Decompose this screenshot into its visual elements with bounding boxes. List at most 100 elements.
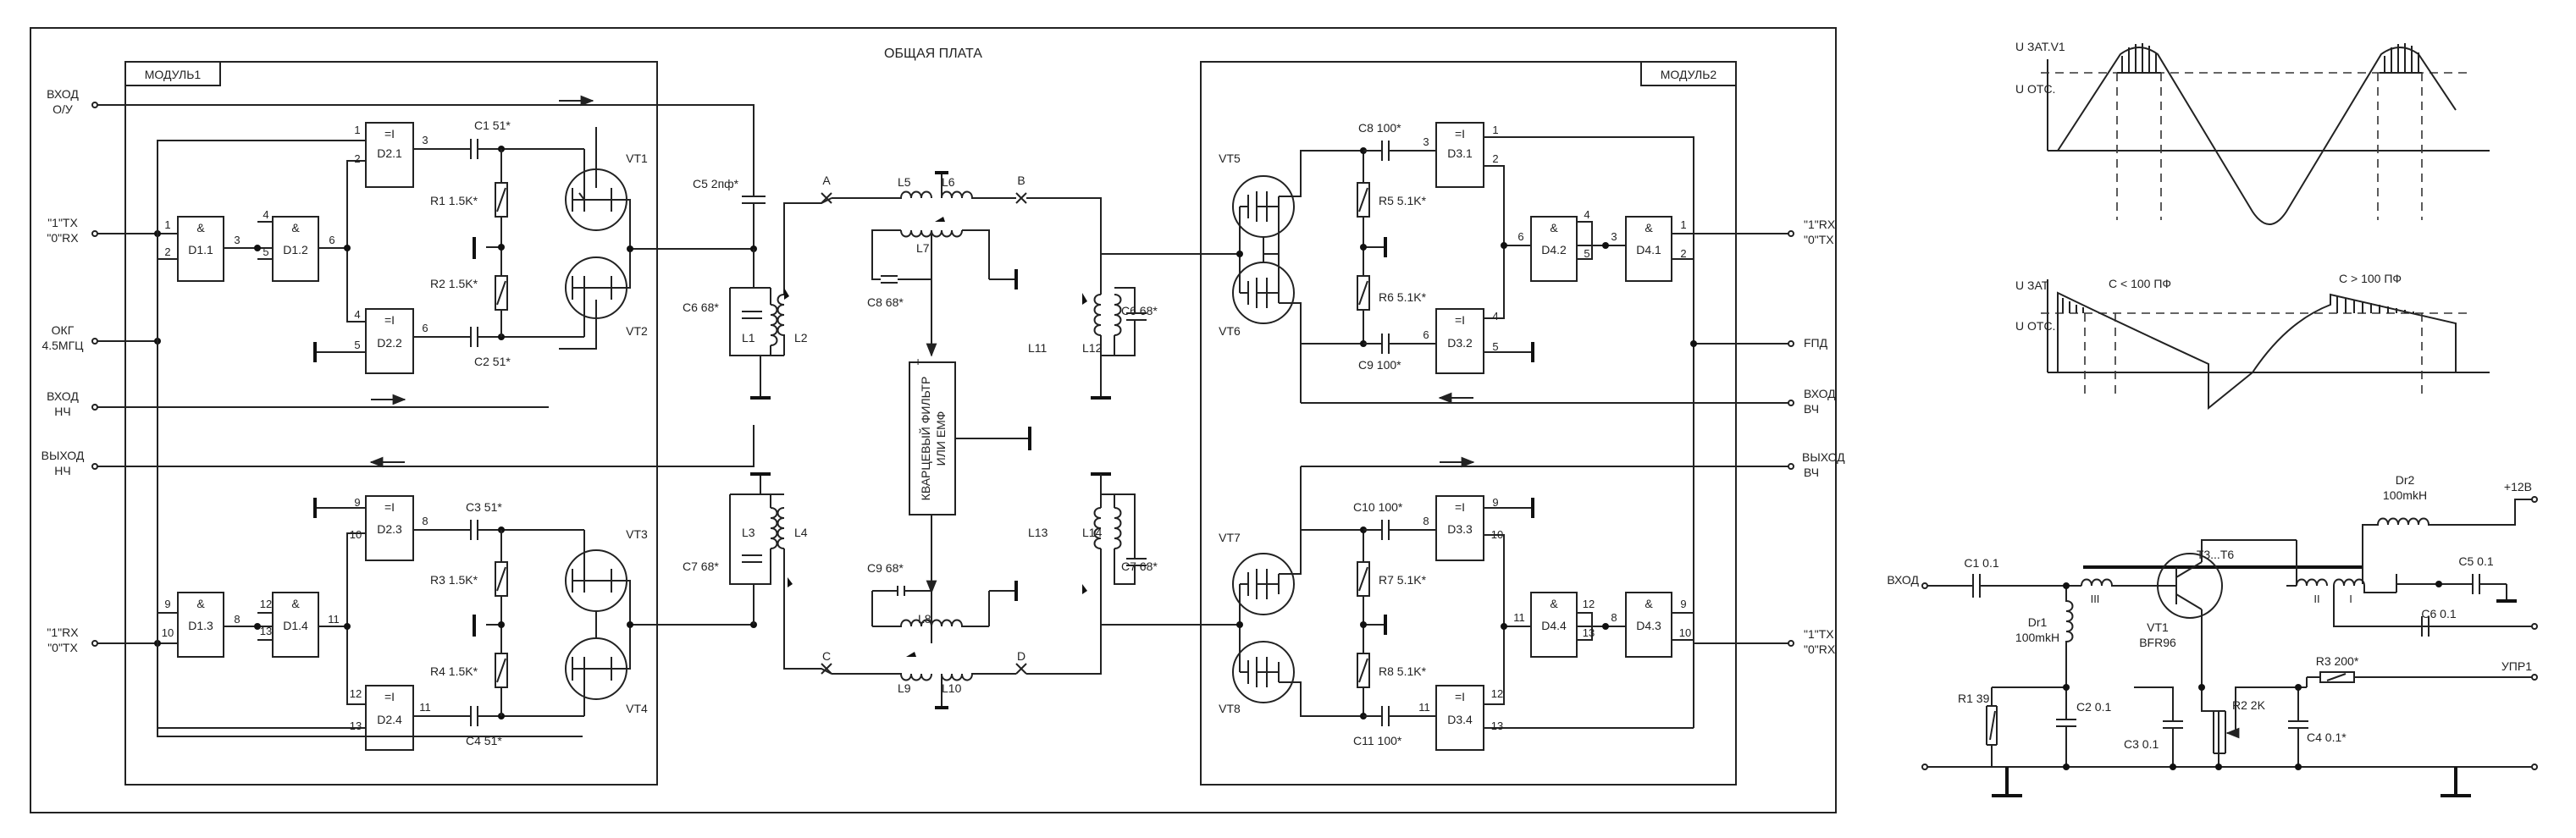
cap-C6r-label: C6 68* [1121, 304, 1158, 317]
amp-T-label: T3...T6 [2197, 548, 2235, 561]
cap-C5-label: C5 2пф* [693, 177, 739, 190]
cap-C1 [470, 139, 584, 159]
cap-C1-label: C1 51* [474, 119, 511, 132]
svg-text:10: 10 [350, 528, 362, 541]
transistor-VT7-label: VT7 [1219, 531, 1241, 544]
tank-L3-L4 [729, 472, 832, 675]
gate-D2.1-label: D2.1 [377, 146, 402, 160]
right-tx-rx-label-1: "1"TX [1804, 627, 1834, 641]
cap-C2-label: C2 51* [474, 355, 511, 368]
svg-text:5: 5 [1584, 247, 1589, 260]
transistor-VT3-label: VT3 [626, 527, 648, 541]
gate-D2.3: =I D2.3 [365, 495, 414, 561]
amp-ctrl-label: УПР1 [2501, 659, 2532, 673]
amp-choke-Dr1 [2065, 586, 2074, 687]
coil-L8-label: L8 [918, 612, 931, 626]
amp-winding-II-label: II [2313, 593, 2319, 605]
amp-R1-label: R1 39 [1958, 692, 1990, 705]
in-ov-label-2: О/У [53, 102, 73, 116]
right-tx-rx-label-2: "0"RX [1804, 642, 1836, 656]
rx-tx-label-2: "0"TX [47, 641, 78, 654]
left-io-labels: ВХОД О/У "1"TX "0"RX ОКГ 4.5МГЦ ВХОД НЧ … [41, 87, 85, 654]
transistor-VT5-label: VT5 [1219, 152, 1241, 165]
cap-C11m2-label: C11 100* [1353, 734, 1402, 747]
filter-label-1: КВАРЦЕВЫЙ ФИЛЬТР [918, 377, 932, 501]
svg-text:2: 2 [164, 245, 170, 258]
waveform-top-threshold: U ОТС. [2015, 82, 2055, 96]
cap-C3 [470, 520, 584, 540]
coil-L10-label: L10 [942, 681, 962, 695]
svg-text:13: 13 [1583, 626, 1595, 639]
amp-plus12-label: +12В [2504, 480, 2532, 493]
gate-D2.4-label: D2.4 [377, 713, 402, 726]
amp-R3-label: R3 200* [2316, 654, 2359, 668]
svg-text:&: & [291, 597, 300, 610]
cap-C11m2 [1363, 706, 1436, 726]
gate-D3.3-label: D3.3 [1447, 522, 1473, 536]
svg-text:=I: =I [1455, 690, 1465, 703]
gate-D2.1: =I D2.1 [365, 122, 414, 188]
svg-text:2: 2 [1680, 247, 1686, 260]
amp-Dr2-label-2: 100mkH [2383, 488, 2427, 502]
rx-tx-label-1: "1"RX [47, 626, 79, 639]
amp-cap-C1 [1927, 574, 2066, 598]
svg-text:3: 3 [234, 234, 240, 246]
resistor-R3-label: R3 1.5K* [430, 573, 478, 587]
transistor-VT8 [1232, 641, 1295, 703]
svg-text:12: 12 [350, 687, 362, 700]
svg-text:4: 4 [263, 208, 268, 221]
svg-text:=I: =I [1455, 500, 1465, 514]
amp-transistor-VT1 [2157, 553, 2223, 619]
module1-label-box [124, 61, 221, 86]
svg-text:5: 5 [354, 339, 360, 351]
amp-cap-C3 [2134, 686, 2183, 767]
cap-C9m2-label: C9 100* [1358, 358, 1401, 372]
svg-text:9: 9 [164, 598, 170, 610]
gate-D4.3-label: D4.3 [1636, 619, 1661, 632]
svg-text:&: & [291, 221, 300, 234]
coil-L6-label: L6 [942, 175, 955, 189]
svg-text:=I: =I [384, 500, 395, 514]
svg-text:6: 6 [329, 234, 334, 246]
left-terminals [91, 95, 755, 647]
amp-C3-label: C3 0.1 [2124, 737, 2159, 751]
svg-text:3: 3 [422, 134, 428, 146]
transistor-VT8-label: VT8 [1219, 702, 1241, 715]
crystal-filter [909, 361, 956, 515]
amp-cap-C4 [2288, 687, 2308, 767]
transformer-L5-L7 [832, 171, 1018, 357]
out-nch-label-1: ВЫХОД [41, 449, 85, 462]
svg-text:&: & [1645, 221, 1653, 234]
common-board-frame [30, 27, 1837, 813]
right-in-vch-label-2: ВЧ [1804, 402, 1819, 416]
svg-text:11: 11 [328, 613, 340, 626]
in-nch-label-1: ВХОД [47, 389, 79, 403]
gate-D1.4: & D1.4 [272, 592, 319, 658]
gate-D4.4-label: D4.4 [1541, 619, 1567, 632]
amp-cap-C6 [2421, 616, 2532, 637]
amp-VT1-label-2: BFR96 [2139, 636, 2176, 649]
cap-C8m2 [1363, 141, 1436, 161]
module2-frame [1200, 61, 1737, 786]
right-rx-tx-label-2: "0"TX [1804, 233, 1834, 246]
svg-text:&: & [1550, 597, 1558, 610]
resistor-R8-label: R8 5.1K* [1379, 664, 1427, 678]
svg-text:6: 6 [1423, 328, 1429, 341]
svg-text:10: 10 [162, 626, 174, 639]
resistor-R1-label: R1 1.5K* [430, 194, 478, 207]
gate-D4.2: & D4.2 [1530, 216, 1578, 282]
cap-C2 [470, 327, 584, 347]
svg-text:2: 2 [1492, 152, 1498, 165]
svg-text:2: 2 [354, 152, 360, 165]
amp-C5-label: C5 0.1 [2458, 554, 2493, 568]
amp-Dr1-label-1: Dr1 [2028, 615, 2048, 629]
waveform-top-curve [2057, 47, 2457, 225]
amp-C6-label: C6 0.1 [2421, 607, 2456, 620]
waveform-bottom [2041, 279, 2490, 411]
waveform-top [2041, 43, 2490, 225]
waveform-bottom-threshold: U ОТС. [2015, 319, 2055, 333]
transistor-VT1-label: VT1 [626, 152, 648, 165]
svg-text:&: & [1645, 597, 1653, 610]
svg-text:4: 4 [1584, 208, 1589, 221]
filter-label-2: ИЛИ ЕМФ [934, 411, 948, 466]
